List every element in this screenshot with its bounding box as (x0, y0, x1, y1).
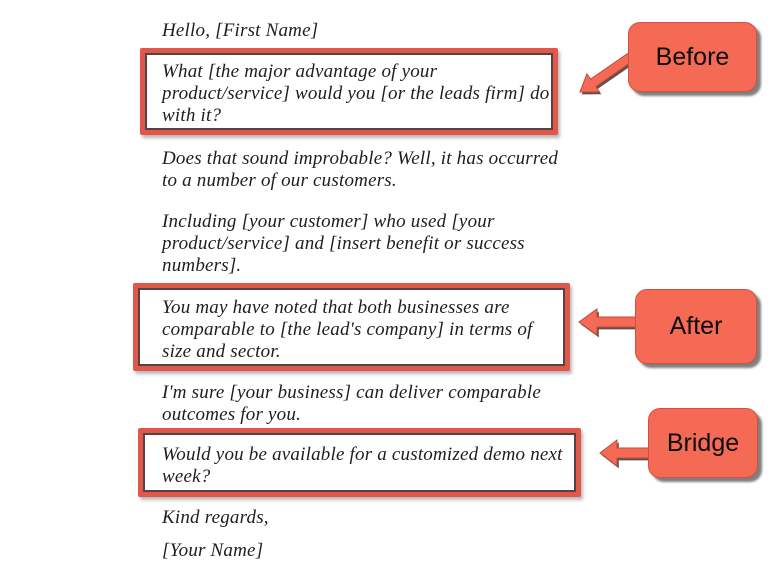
email-signature: [Your Name] (162, 540, 264, 561)
email-sure-paragraph: I'm sure [your business] can deliver com… (162, 382, 541, 425)
email-after-paragraph: You may have noted that both businesses … (162, 297, 533, 362)
email-including-paragraph: Including [your customer] who used [your… (162, 211, 525, 276)
email-greeting: Hello, [First Name] (162, 20, 319, 41)
before-callout: Before (628, 22, 757, 92)
before-callout-label: Before (655, 42, 730, 71)
bridge-callout-label: Bridge (666, 428, 740, 457)
after-highlight-box (133, 283, 570, 371)
email-before-paragraph: What [the major advantage of your produc… (162, 61, 550, 126)
bridge-arrow-icon (599, 438, 652, 469)
after-arrow-icon (578, 308, 639, 338)
email-signoff: Kind regards, (162, 507, 269, 528)
email-improbable-paragraph: Does that sound improbable? Well, it has… (162, 148, 559, 191)
email-bridge-paragraph: Would you be available for a customized … (162, 444, 563, 487)
bridge-highlight-box (138, 428, 581, 497)
after-callout-label: After (669, 312, 723, 340)
after-callout: After (635, 289, 757, 364)
bridge-callout: Bridge (648, 408, 758, 478)
before-highlight-box (140, 48, 558, 135)
